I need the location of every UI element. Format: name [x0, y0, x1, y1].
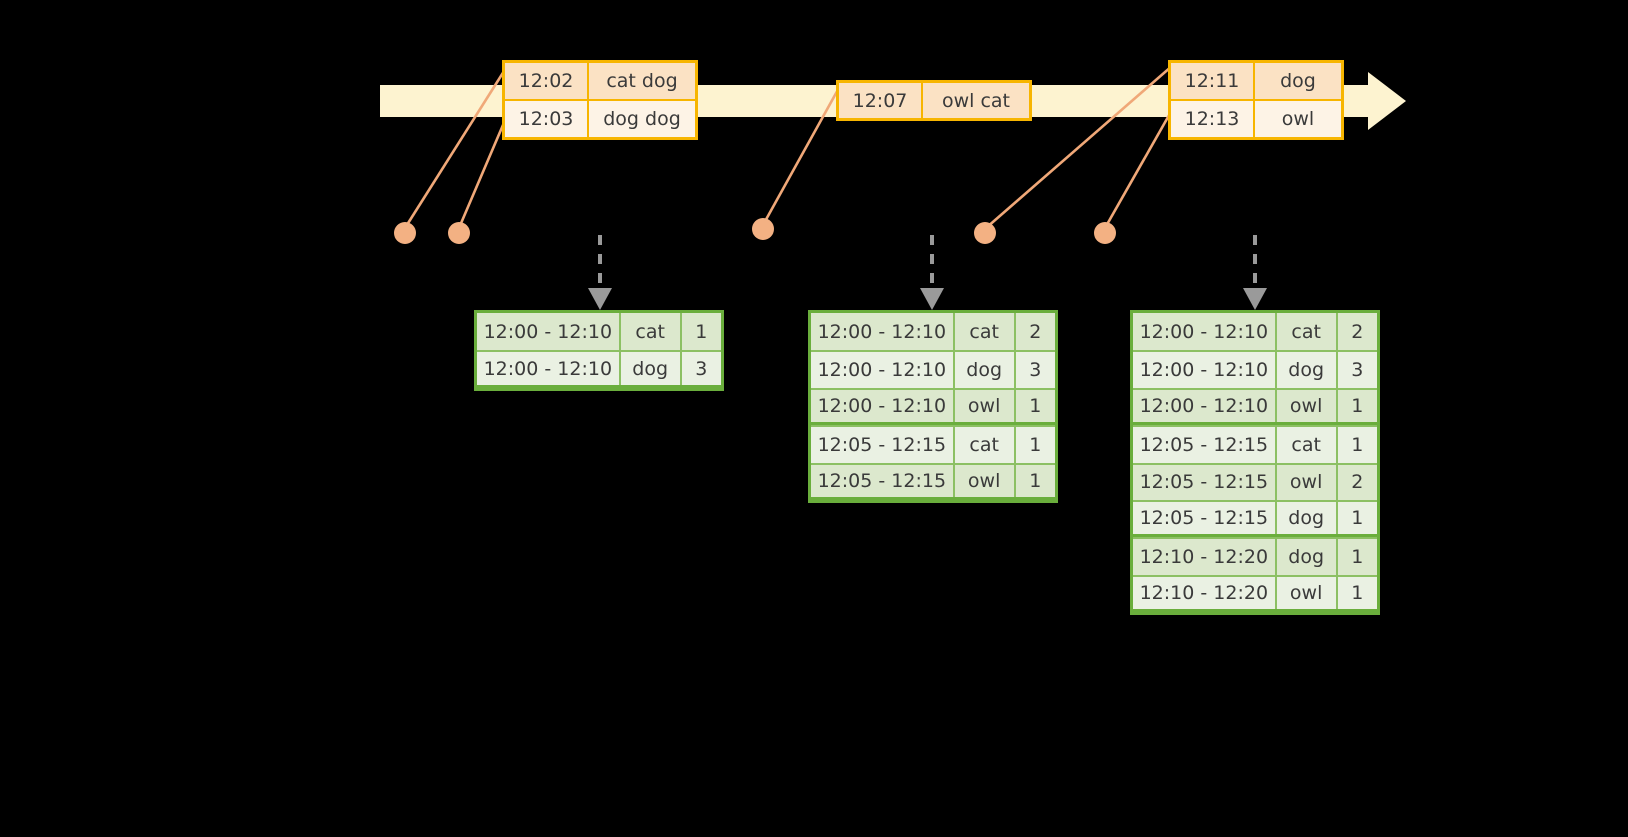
cell-word: dog: [1277, 352, 1338, 388]
event-box-2[interactable]: 12:07 owl cat: [836, 80, 1032, 121]
cell-window: 12:00 - 12:10: [811, 389, 955, 423]
cell-count: 1: [1351, 581, 1364, 604]
event-words: dog dog: [603, 108, 681, 130]
cell-word: cat: [1277, 427, 1338, 463]
cell-word: cat: [955, 313, 1016, 351]
cell-count: 2: [1029, 320, 1042, 343]
cell-window: 12:05 - 12:15: [1133, 427, 1277, 463]
cell-window: 12:10 - 12:20: [1133, 576, 1277, 610]
cell-word: cat: [1277, 313, 1338, 351]
connector-line-2: [457, 117, 508, 229]
cell-window: 12:05 - 12:15: [811, 464, 955, 497]
cell-window: 12:05 - 12:15: [811, 427, 955, 463]
cell-word: dog: [955, 352, 1016, 388]
cell-window: 12:10 - 12:20: [1133, 539, 1277, 575]
cell-count: 1: [1351, 394, 1364, 417]
event-row: 12:07 owl cat: [839, 83, 1029, 118]
cell-count: 3: [1351, 359, 1364, 382]
event-row: 12:02 cat dog: [505, 63, 695, 99]
event-time: 12:03: [505, 101, 589, 137]
cell-count: 1: [1351, 546, 1364, 569]
emit-arrowhead-icon-2: [920, 288, 944, 310]
cell-count: 1: [1351, 433, 1364, 456]
cell-word: owl: [1277, 389, 1338, 423]
cell-word: owl: [955, 389, 1016, 423]
cell-word: owl: [955, 464, 1016, 497]
cell-window: 12:00 - 12:10: [1133, 352, 1277, 388]
event-box-3[interactable]: 12:11 dog 12:13 owl: [1168, 60, 1344, 140]
cell-window: 12:05 - 12:15: [1133, 501, 1277, 535]
cell-count: 1: [1029, 433, 1042, 456]
cell-count: 1: [1029, 394, 1042, 417]
cell-count: 1: [695, 320, 708, 343]
event-time: 12:11: [1171, 63, 1255, 99]
emit-arrows: [598, 235, 1257, 288]
cell-count: 3: [1029, 359, 1042, 382]
event-row: 12:11 dog: [1171, 63, 1341, 99]
stream-marker-5: [1094, 222, 1116, 244]
emit-arrowheads: [588, 288, 1267, 310]
event-words: owl cat: [941, 89, 1011, 112]
stream-marker-3: [752, 218, 774, 240]
connector-line-5: [1103, 109, 1174, 229]
emit-arrowhead-icon-3: [1243, 288, 1267, 310]
cell-window: 12:00 - 12:10: [811, 313, 955, 351]
event-row: 12:03 dog dog: [505, 99, 695, 137]
cell-word: dog: [1277, 539, 1338, 575]
event-time: 12:13: [1171, 101, 1255, 137]
cell-word: dog: [1277, 501, 1338, 535]
cell-count: 1: [1351, 507, 1364, 530]
cell-count: 1: [1029, 469, 1042, 492]
event-time: 12:02: [505, 63, 589, 99]
event-words: owl: [1281, 108, 1315, 130]
cell-word: cat: [621, 313, 682, 351]
cell-window: 12:00 - 12:10: [811, 352, 955, 388]
stream-marker-1: [394, 222, 416, 244]
cell-count: 2: [1351, 320, 1364, 343]
event-words: cat dog: [606, 70, 678, 92]
timeline-arrowhead-icon: [1368, 72, 1406, 130]
cell-window: 12:00 - 12:10: [477, 352, 621, 385]
emit-arrowhead-icon-1: [588, 288, 612, 310]
event-row: 12:13 owl: [1171, 99, 1341, 137]
cell-window: 12:05 - 12:15: [1133, 464, 1277, 500]
event-box-1[interactable]: 12:02 cat dog 12:03 dog dog: [502, 60, 698, 140]
cell-count: 2: [1351, 471, 1364, 494]
stream-marker-4: [974, 222, 996, 244]
event-words: dog: [1280, 70, 1316, 92]
cell-word: owl: [1277, 576, 1338, 610]
cell-window: 12:00 - 12:10: [1133, 389, 1277, 423]
cell-count: 3: [695, 357, 708, 380]
cell-word: owl: [1277, 464, 1338, 500]
cell-word: cat: [955, 427, 1016, 463]
cell-window: 12:00 - 12:10: [1133, 313, 1277, 351]
cell-word: dog: [621, 352, 682, 385]
stream-marker-2: [448, 222, 470, 244]
event-time: 12:07: [839, 83, 923, 118]
cell-window: 12:00 - 12:10: [477, 313, 621, 351]
